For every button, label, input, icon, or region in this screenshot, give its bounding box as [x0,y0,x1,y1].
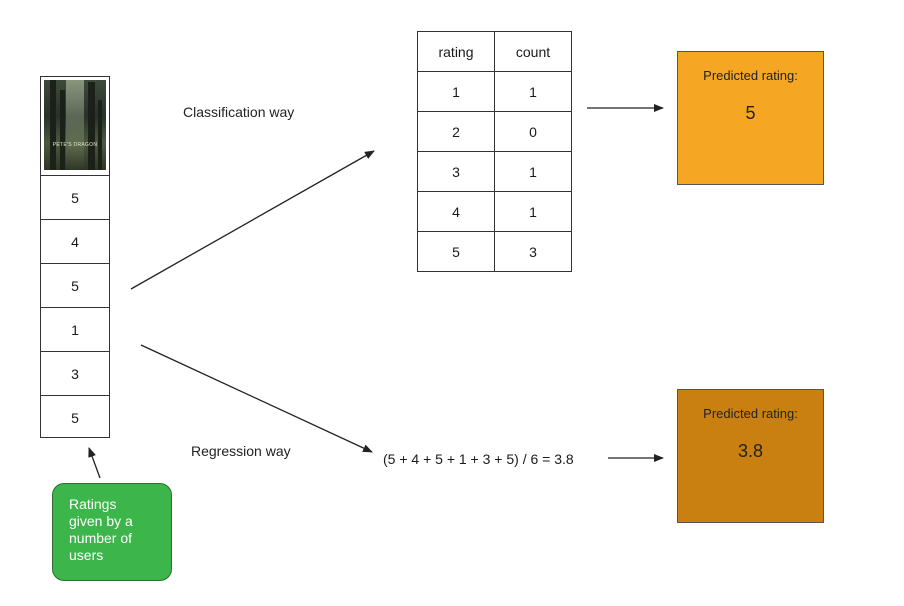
table-row: 5 3 [417,231,572,272]
classification-prediction-box: Predicted rating: 5 [677,51,824,185]
movie-poster: PETE'S DRAGON [44,80,106,170]
rating-cell: 4 [40,219,110,263]
poster-caption: PETE'S DRAGON [52,142,98,148]
classification-label: Classification way [183,104,295,120]
regression-formula: (5 + 4 + 5 + 1 + 3 + 5) / 6 = 3.8 [383,451,574,467]
prediction-title: Predicted rating: [703,68,798,83]
note-line: given by a [69,513,133,529]
table-cell: 5 [417,231,495,272]
rating-cell: 5 [40,263,110,307]
note-line: number of [69,530,133,546]
ratings-note: Ratings given by a number of users [52,483,172,581]
rating-cell: 1 [40,307,110,351]
prediction-value: 5 [745,103,756,123]
rating-count-table: rating count 1 1 2 0 3 1 4 1 5 3 [417,31,572,272]
table-cell: 1 [494,71,572,112]
table-cell: 1 [494,151,572,192]
table-cell: 2 [417,111,495,152]
note-pointer-arrow [88,447,101,479]
prediction-title: Predicted rating: [703,406,798,421]
column-header: count [494,31,572,72]
table-header-row: rating count [417,31,572,72]
rating-cell: 5 [40,395,110,439]
classification-arrow [130,150,375,290]
regression-arrow [140,344,373,453]
table-row: 1 1 [417,71,572,112]
rating-cell: 3 [40,351,110,395]
column-header: rating [417,31,495,72]
table-row: 4 1 [417,191,572,232]
table-cell: 1 [494,191,572,232]
note-line: Ratings [69,496,117,512]
table-cell: 3 [494,231,572,272]
regression-prediction-box: Predicted rating: 3.8 [677,389,824,523]
rating-cell: 5 [40,175,110,219]
table-cell: 4 [417,191,495,232]
regression-label: Regression way [191,443,291,459]
prediction-value: 3.8 [737,441,764,461]
note-line: users [69,547,104,563]
